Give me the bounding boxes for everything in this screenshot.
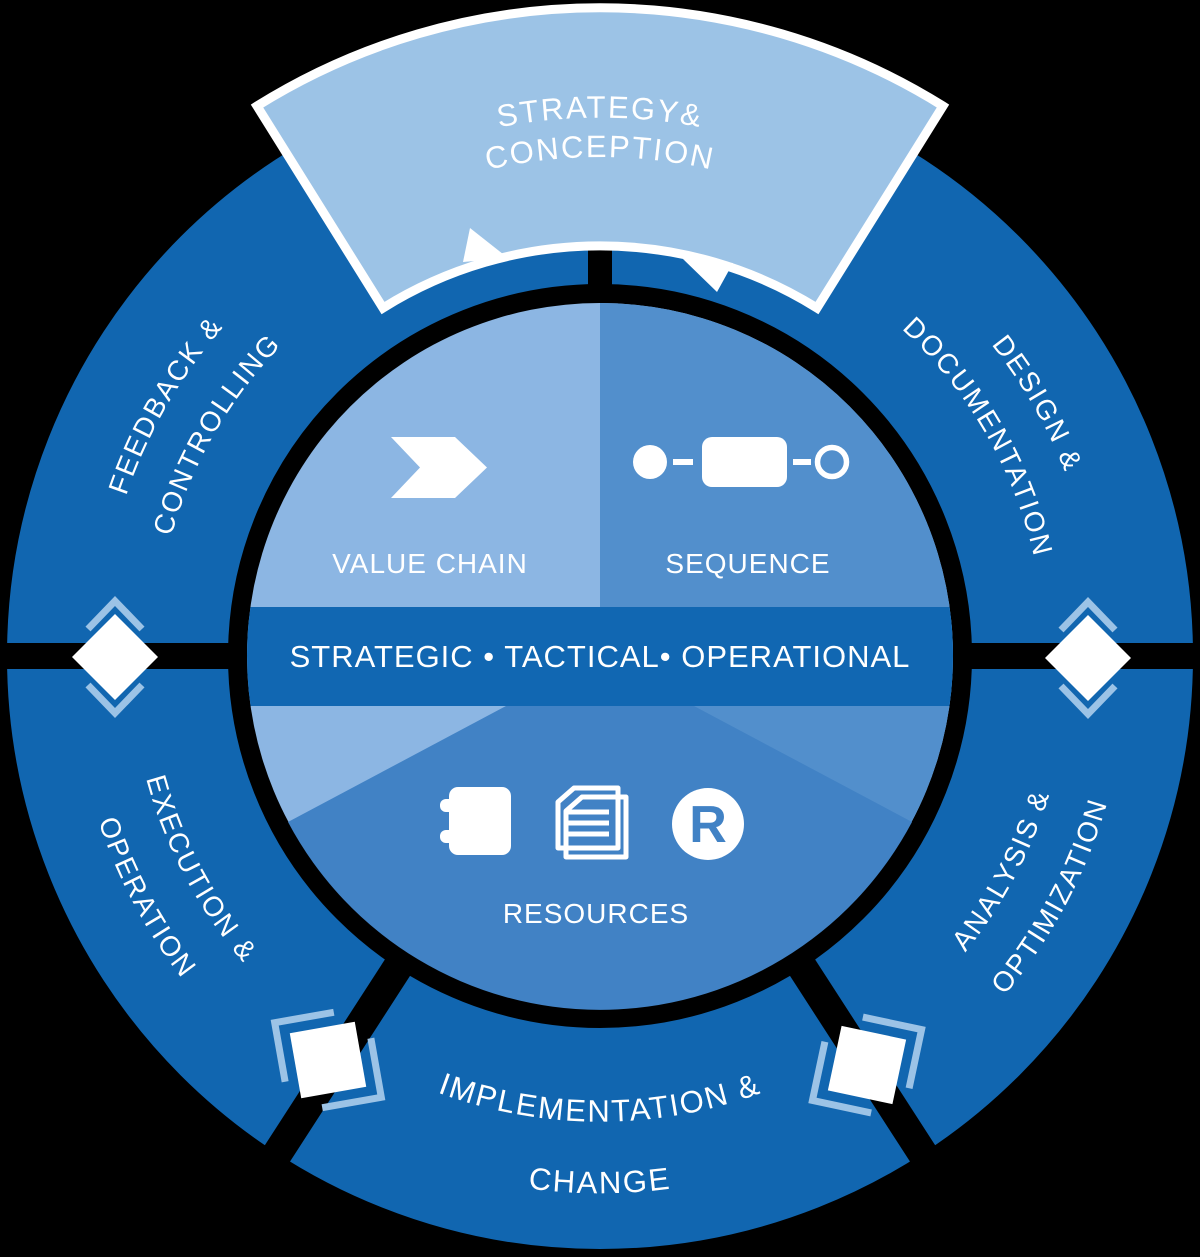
activity-square-icon <box>827 1025 907 1105</box>
corner-bracket-icon <box>270 1008 335 1083</box>
center-band-label: STRATEGIC • TACTICAL• OPERATIONAL <box>290 639 911 674</box>
notebook-icon <box>440 787 511 855</box>
flow-task-icon <box>702 437 787 487</box>
inner-circle: STRATEGIC • TACTICAL• OPERATIONAL VALUE … <box>247 303 953 1010</box>
flow-start-event-icon <box>633 445 667 479</box>
gateway-diamond-icon <box>72 614 158 700</box>
corner-bracket-icon <box>862 1013 926 1089</box>
value-chain-label: VALUE CHAIN <box>332 548 528 579</box>
chevron-down-icon <box>1058 683 1118 720</box>
sequence-label: SEQUENCE <box>665 548 830 579</box>
corner-bracket-icon <box>321 1037 386 1112</box>
center-band <box>247 607 953 706</box>
registered-r-icon: R <box>672 788 744 860</box>
value-chain-chevron-icon <box>391 437 487 498</box>
flow-end-event-icon <box>814 444 850 480</box>
connector-right <box>1045 596 1131 720</box>
implementation-label-line2: CHANGE <box>527 1161 673 1201</box>
resources-label: RESOURCES <box>503 898 689 929</box>
ring-gap-top <box>588 240 612 303</box>
ring-segment-strategy-conception: STRATEGY& CONCEPTION <box>250 3 950 315</box>
chevron-up-icon <box>1058 596 1118 633</box>
chevron-up-icon <box>85 595 145 632</box>
chevron-down-icon <box>85 682 145 719</box>
corner-bracket-icon <box>808 1041 872 1117</box>
gateway-diamond-icon <box>1045 615 1131 701</box>
connector-bottom-left <box>270 1008 386 1112</box>
activity-square-icon <box>289 1021 367 1099</box>
connector-left <box>72 595 158 719</box>
wedge-tear-right <box>683 259 733 292</box>
documents-icon <box>555 785 629 860</box>
connector-bottom-right <box>808 1013 926 1117</box>
wedge-tear-left <box>463 228 508 262</box>
registered-r-glyph: R <box>689 796 727 854</box>
sequence-flow-icon <box>633 437 850 487</box>
